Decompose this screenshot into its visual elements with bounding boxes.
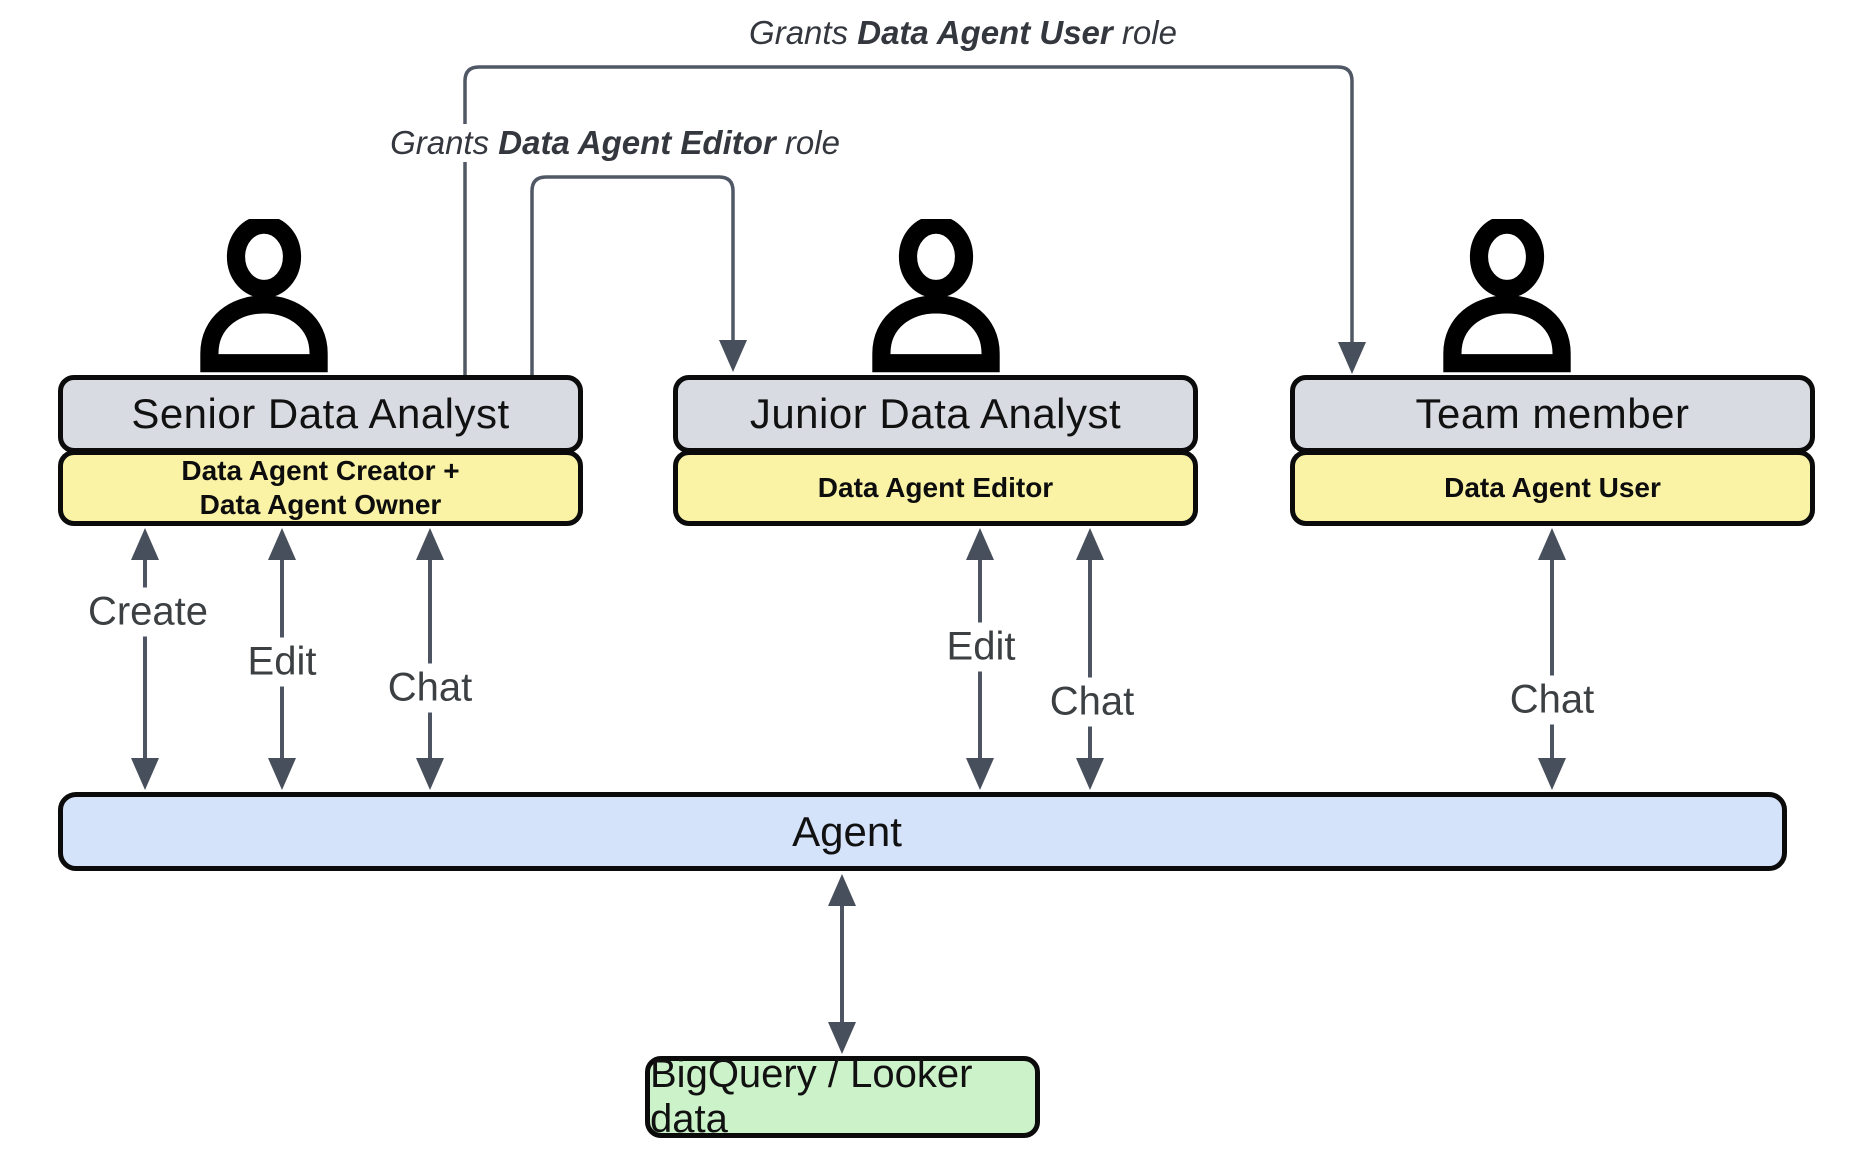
role-badge-line1: Data Agent Editor	[817, 472, 1054, 504]
chat-arrow-junior	[1076, 528, 1104, 790]
person-icon	[200, 219, 328, 373]
person-icon	[872, 219, 1000, 373]
grant-editor-label-role: Data Agent Editor	[498, 124, 776, 161]
actor-title-team-member: Team member	[1290, 375, 1815, 453]
grant-editor-label-suffix: role	[775, 124, 840, 161]
grant-editor-label: Grants Data Agent Editor role	[382, 124, 848, 162]
grant-user-label-prefix: Grants	[749, 14, 858, 51]
actor-title-junior-data-analyst: Junior Data Analyst	[673, 375, 1198, 453]
role-badge-line1: Data Agent Creator +	[181, 455, 460, 487]
chat-label-senior: Chat	[379, 663, 481, 713]
chat-label-team: Chat	[1501, 675, 1603, 725]
edit-label-senior: Edit	[239, 637, 325, 687]
role-badge-creator-owner: Data Agent Creator + Data Agent Owner	[58, 450, 583, 526]
datasource-box: BigQuery / Looker data	[645, 1052, 1040, 1141]
actor-title-senior-data-analyst: Senior Data Analyst	[58, 375, 583, 453]
grant-user-arrowhead	[1338, 342, 1366, 374]
role-badge-line1: Data Agent User	[1444, 472, 1661, 504]
chat-label-junior: Chat	[1041, 677, 1143, 727]
role-badge-user: Data Agent User	[1290, 450, 1815, 526]
grant-user-label: Grants Data Agent User role	[741, 14, 1185, 52]
actor-title-text: Team member	[1415, 390, 1690, 437]
datasource-label: BigQuery / Looker data	[650, 1052, 973, 1141]
person-icon	[1443, 219, 1571, 373]
role-badge-line2: Data Agent Owner	[199, 489, 442, 520]
edit-label-junior: Edit	[938, 622, 1024, 672]
create-arrow	[131, 528, 159, 790]
create-label: Create	[79, 587, 217, 637]
actor-title-text: Senior Data Analyst	[131, 390, 510, 437]
grant-editor-arrowhead	[719, 340, 747, 372]
role-badge-editor: Data Agent Editor	[673, 450, 1198, 526]
grant-editor-connector	[530, 175, 735, 375]
chat-arrow-team	[1538, 528, 1566, 790]
grant-user-label-role: Data Agent User	[857, 14, 1113, 51]
grant-editor-label-prefix: Grants	[390, 124, 499, 161]
chat-arrow-senior	[416, 528, 444, 790]
grant-user-label-suffix: role	[1112, 14, 1177, 51]
agent-label: Agent	[792, 808, 902, 855]
agent-datasource-arrow	[828, 874, 856, 1054]
actor-title-text: Junior Data Analyst	[749, 390, 1122, 437]
grant-user-connector	[463, 65, 1354, 375]
agent-bar: Agent	[58, 792, 1787, 871]
